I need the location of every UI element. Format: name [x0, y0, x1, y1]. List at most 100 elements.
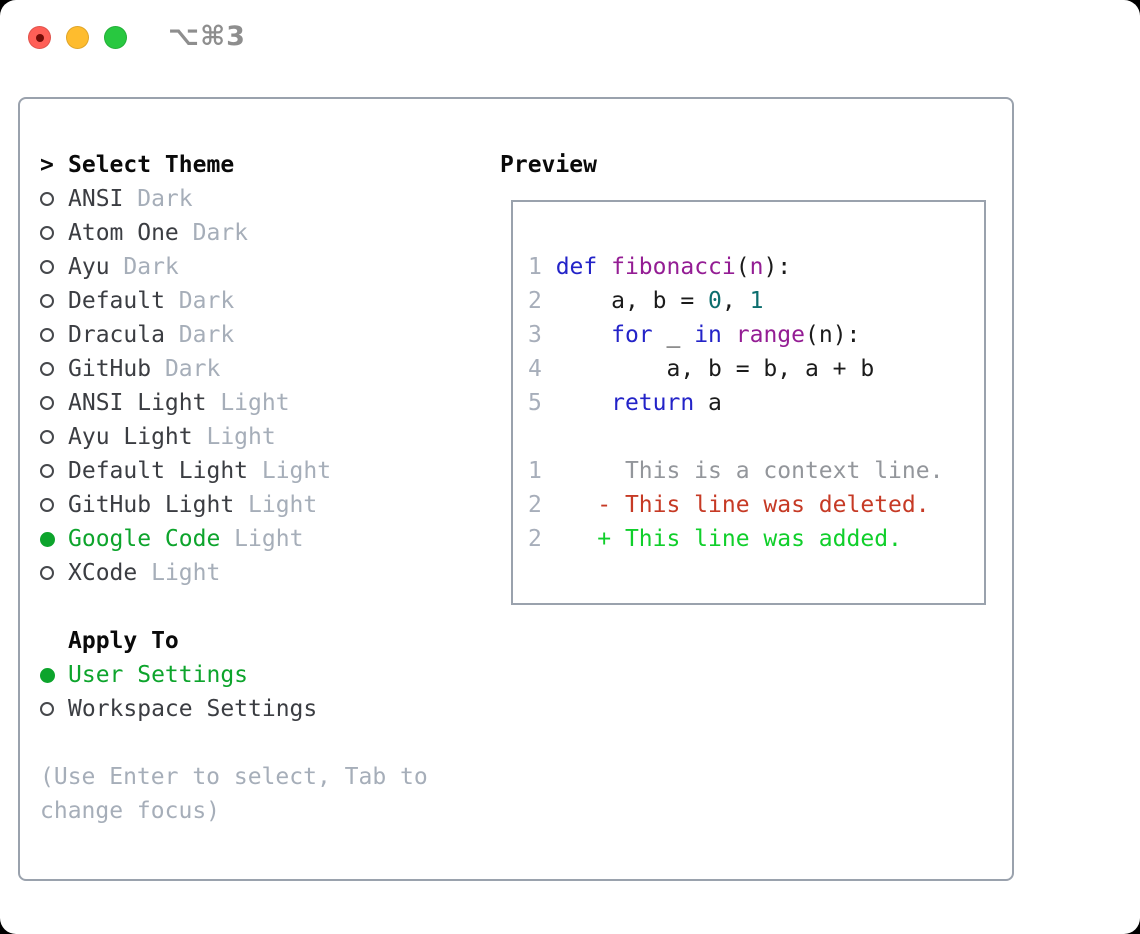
- radio-unselected-icon: [40, 226, 68, 240]
- theme-option-ayu[interactable]: Ayu Dark: [40, 250, 428, 284]
- code-line: 5 return a: [528, 386, 984, 420]
- theme-name: Atom One: [68, 220, 179, 246]
- radio-selected-icon: [40, 667, 68, 683]
- code-token-plain: _: [652, 322, 695, 348]
- theme-option-github[interactable]: GitHub Dark: [40, 352, 428, 386]
- theme-variant-tag: Light: [206, 390, 290, 416]
- code-token-plain: a: [694, 390, 722, 416]
- line-number: 3: [528, 322, 556, 348]
- theme-option-google-code[interactable]: Google Code Light: [40, 522, 428, 556]
- radio-unselected-icon: [40, 192, 68, 206]
- theme-variant-tag: Light: [137, 560, 221, 586]
- theme-name: Ayu: [68, 254, 110, 280]
- minimize-button[interactable]: [66, 26, 89, 49]
- theme-variant-tag: Light: [192, 424, 276, 450]
- radio-unselected-icon: [40, 430, 68, 444]
- theme-name: ANSI: [68, 186, 124, 212]
- code-token-plain: ):: [763, 254, 792, 280]
- theme-name: Default: [68, 288, 165, 314]
- theme-option-dracula[interactable]: Dracula Dark: [40, 318, 428, 352]
- line-number: 1: [528, 254, 556, 280]
- titlebar: ⌥⌘3: [0, 0, 1140, 72]
- window-shortcut-label: ⌥⌘3: [168, 21, 246, 52]
- code-token-fn: range: [735, 322, 805, 348]
- apply-option-workspace-settings[interactable]: Workspace Settings: [40, 692, 428, 726]
- theme-name: Dracula: [68, 322, 165, 348]
- code-token-num: 1: [749, 288, 764, 314]
- theme-option-atom-one[interactable]: Atom One Dark: [40, 216, 428, 250]
- code-line: 4 a, b = b, a + b: [528, 352, 984, 386]
- radio-unselected-icon: [40, 328, 68, 342]
- line-number: 4: [528, 356, 556, 382]
- code-token-plain: (: [735, 254, 750, 280]
- unsaved-indicator-icon: [35, 33, 44, 42]
- theme-variant-tag: Dark: [164, 322, 235, 348]
- code-token-plain: a, b = b, a + b: [555, 356, 875, 382]
- theme-option-default[interactable]: Default Dark: [40, 284, 428, 318]
- code-token-kw: in: [694, 322, 722, 348]
- line-number: 2: [528, 526, 556, 552]
- code-blank-line: [528, 420, 984, 454]
- theme-variant-tag: Dark: [178, 220, 249, 246]
- code-line: 3 for _ in range(n):: [528, 318, 984, 352]
- theme-name: Ayu Light: [68, 424, 193, 450]
- traffic-lights: [28, 26, 127, 49]
- theme-variant-tag: Light: [248, 458, 332, 484]
- select-theme-heading-row: > Select Theme: [40, 148, 428, 182]
- apply-option-user-settings[interactable]: User Settings: [40, 658, 428, 692]
- theme-variant-tag: Dark: [151, 356, 221, 382]
- theme-name: Google Code: [68, 526, 221, 552]
- preview-heading: Preview: [500, 152, 597, 178]
- theme-variant-tag: Dark: [109, 254, 179, 280]
- theme-option-ansi-light[interactable]: ANSI Light Light: [40, 386, 428, 420]
- line-number: 1: [528, 458, 556, 484]
- code-token-plain: [597, 254, 611, 280]
- theme-name: XCode: [68, 560, 138, 586]
- theme-variant-tag: Light: [234, 492, 318, 518]
- theme-option-ansi[interactable]: ANSI Dark: [40, 182, 428, 216]
- code-token-plain: (n):: [805, 322, 861, 348]
- code-token-plain: [556, 390, 611, 416]
- radio-unselected-icon: [40, 566, 68, 580]
- zoom-button[interactable]: [104, 26, 127, 49]
- code-token-plain: [722, 322, 736, 348]
- radio-unselected-icon: [40, 260, 68, 274]
- line-number: 2: [528, 288, 556, 314]
- code-line: 2 a, b = 0, 1: [528, 284, 984, 318]
- code-token-kw: return: [611, 390, 695, 416]
- theme-variant-tag: Dark: [123, 186, 193, 212]
- theme-option-github-light[interactable]: GitHub Light Light: [40, 488, 428, 522]
- theme-name: ANSI Light: [68, 390, 207, 416]
- close-button[interactable]: [28, 26, 51, 49]
- code-line: 1 This is a context line.: [528, 454, 984, 488]
- apply-to-heading-row: Apply To: [40, 624, 428, 658]
- radio-unselected-icon: [40, 396, 68, 410]
- code-line: 1 def fibonacci(n):: [528, 250, 984, 284]
- line-number: 2: [528, 492, 556, 518]
- code-line: 2 + This line was added.: [528, 522, 984, 556]
- radio-unselected-icon: [40, 498, 68, 512]
- theme-option-xcode[interactable]: XCode Light: [40, 556, 428, 590]
- theme-option-ayu-light[interactable]: Ayu Light Light: [40, 420, 428, 454]
- line-number: [528, 424, 556, 450]
- spacer: [40, 726, 428, 760]
- code-token-kw: for: [611, 322, 653, 348]
- code-token-ctx: This is a context line.: [555, 458, 944, 484]
- theme-option-default-light[interactable]: Default Light Light: [40, 454, 428, 488]
- theme-name: Default Light: [68, 458, 249, 484]
- apply-to-heading: Apply To: [68, 628, 179, 654]
- selection-arrow-icon: >: [40, 152, 54, 178]
- help-text-line-1: (Use Enter to select, Tab to: [40, 764, 428, 790]
- code-line: 2 - This line was deleted.: [528, 488, 984, 522]
- code-token-fn: fibonacci: [611, 254, 736, 280]
- radio-unselected-icon: [40, 464, 68, 478]
- code-token-plain: ,: [721, 288, 750, 314]
- code-token-plain: [556, 322, 611, 348]
- radio-unselected-icon: [40, 294, 68, 308]
